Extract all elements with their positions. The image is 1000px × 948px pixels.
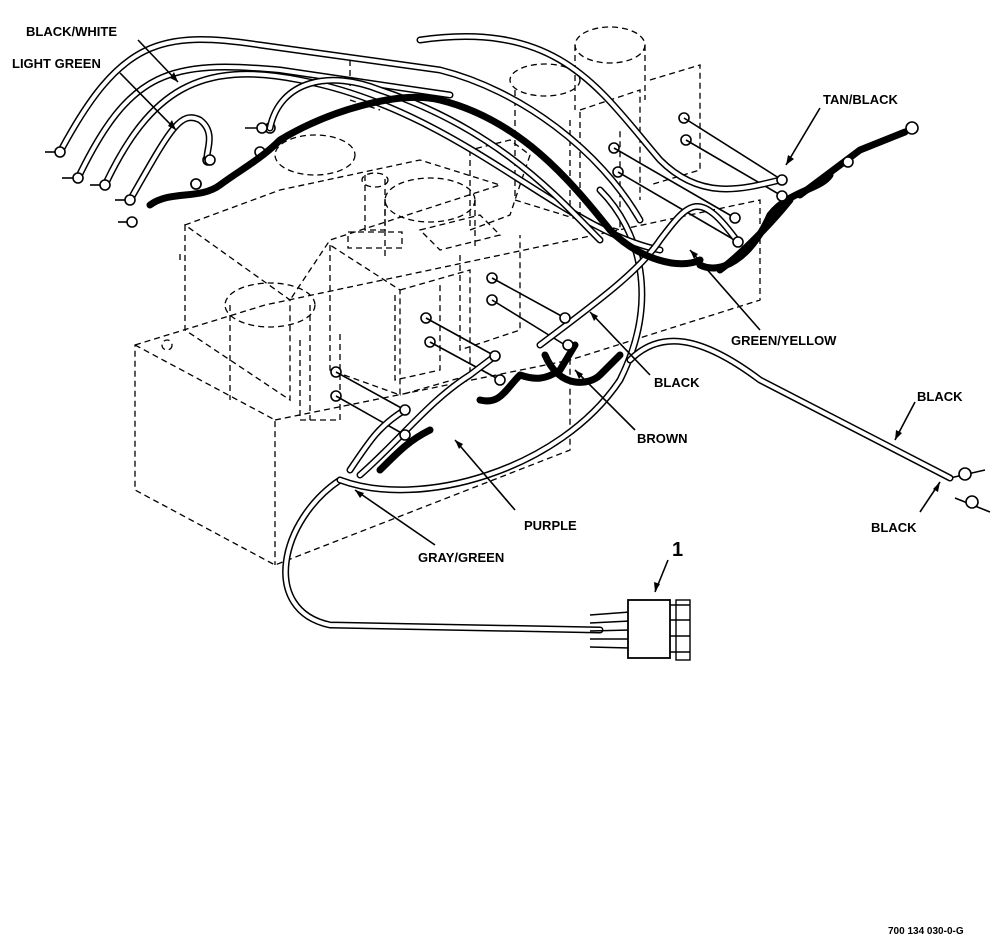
wire-labels: BLACK/WHITE LIGHT GREEN TAN/BLACK GREEN/… bbox=[12, 24, 964, 937]
phantom-machine-outline bbox=[134, 26, 761, 566]
ring-terminals bbox=[54, 121, 979, 509]
figure-number: 700 134 030-0-G bbox=[888, 926, 964, 937]
label-black-right-top: BLACK bbox=[917, 389, 963, 404]
leader-arrows bbox=[119, 39, 941, 593]
label-gray-green: GRAY/GREEN bbox=[418, 550, 504, 565]
label-purple: PURPLE bbox=[524, 518, 577, 533]
harness-connector bbox=[589, 599, 691, 661]
label-light-green: LIGHT GREEN bbox=[12, 56, 101, 71]
wire-harness bbox=[56, 33, 954, 634]
label-black-center: BLACK bbox=[654, 375, 700, 390]
label-tan-black: TAN/BLACK bbox=[823, 92, 898, 107]
black-wires bbox=[146, 93, 909, 474]
callout-number: 1 bbox=[672, 539, 683, 561]
label-black-right-bottom: BLACK bbox=[871, 520, 917, 535]
label-black-white: BLACK/WHITE bbox=[26, 24, 117, 39]
label-brown: BROWN bbox=[637, 431, 688, 446]
label-green-yellow: GREEN/YELLOW bbox=[731, 333, 837, 348]
